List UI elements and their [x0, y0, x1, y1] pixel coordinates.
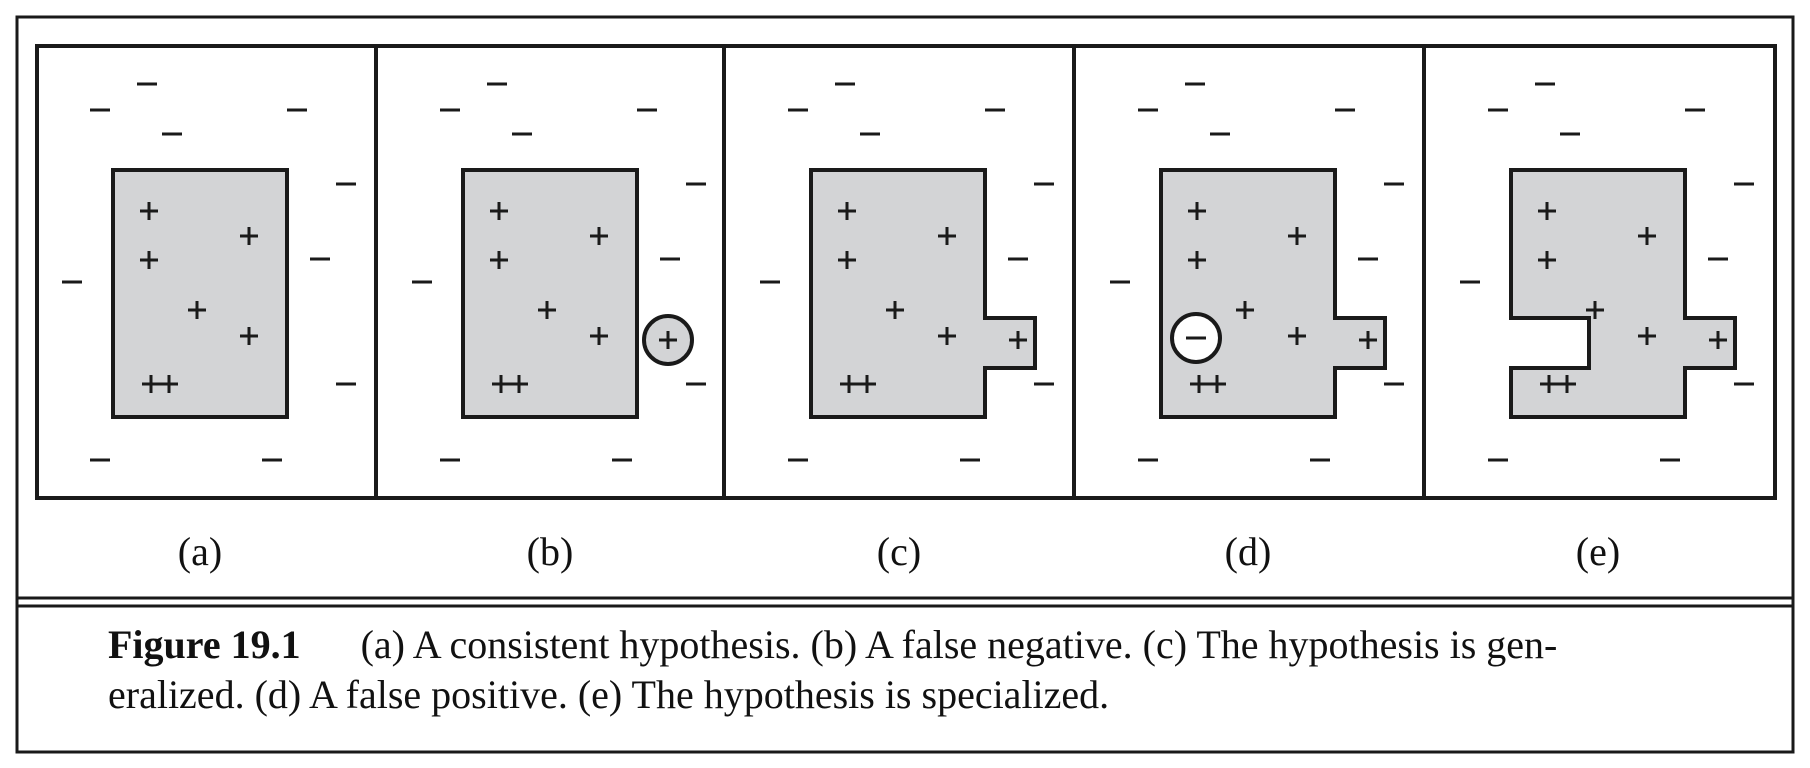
panel-label-c: (c) — [877, 529, 921, 574]
panel-strip — [35, 44, 1777, 500]
hypothesis-region-d — [1159, 168, 1387, 419]
caption-line-2: eralized. (d) A false positive. (e) The … — [108, 672, 1110, 717]
panel-label-d: (d) — [1225, 529, 1272, 574]
panel-label-e: (e) — [1576, 529, 1620, 574]
panels — [62, 82, 1754, 462]
hypothesis-region-b — [461, 168, 639, 419]
panel-label-a: (a) — [178, 529, 222, 574]
figure-label: Figure 19.1 — [108, 622, 301, 667]
caption-line-1: (a) A consistent hypothesis. (b) A false… — [360, 622, 1558, 667]
panel-label-b: (b) — [527, 529, 574, 574]
hypothesis-region-a — [111, 168, 289, 419]
figure-caption: Figure 19.1 (a) A consistent hypothesis. … — [108, 620, 1748, 720]
hypothesis-region-c — [809, 168, 1037, 419]
outer-frame — [15, 15, 1795, 754]
hypothesis-region-e — [1509, 168, 1737, 419]
